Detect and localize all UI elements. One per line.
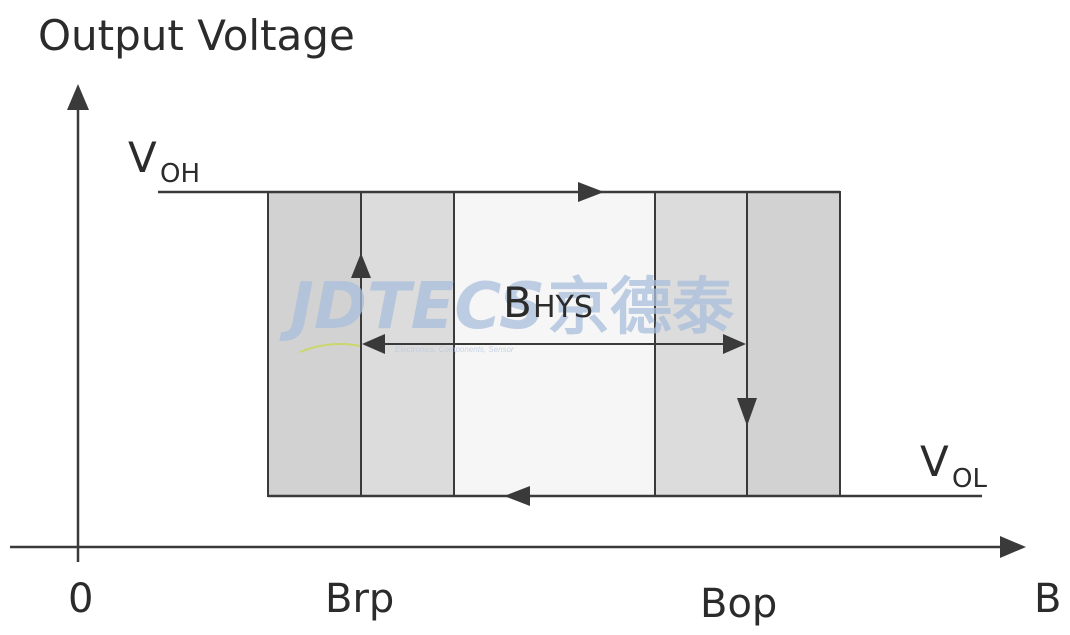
voh-label-sub: OH bbox=[160, 159, 200, 189]
bhys-right-arrow-icon bbox=[723, 334, 746, 354]
voh-label-main: V bbox=[128, 133, 157, 182]
bhys-label: B HYS bbox=[503, 278, 593, 327]
band-outer-right bbox=[747, 192, 840, 496]
watermark-tagline: Electronics, Components, Sensor bbox=[395, 345, 514, 354]
vol-label: V OL bbox=[920, 437, 987, 494]
brp-label: Brp bbox=[325, 576, 394, 622]
bhys-left-arrow-icon bbox=[362, 334, 385, 354]
arrow-down-icon bbox=[737, 398, 757, 426]
watermark: JDTECS 京德泰 Electronics, Components, Sens… bbox=[279, 270, 735, 354]
watermark-swoosh-icon bbox=[299, 343, 361, 353]
y-axis-arrow-icon bbox=[67, 84, 89, 110]
watermark-chinese: 京德泰 bbox=[548, 270, 735, 343]
vol-label-main: V bbox=[920, 437, 949, 486]
watermark-brand: JDTECS bbox=[279, 270, 545, 344]
origin-label: 0 bbox=[68, 576, 93, 622]
arrow-right-icon bbox=[578, 182, 604, 202]
bhys-label-sub: HYS bbox=[533, 290, 593, 325]
x-axis-label: B bbox=[1034, 576, 1061, 622]
arrow-left-icon bbox=[504, 486, 530, 506]
voh-label: V OH bbox=[128, 133, 200, 189]
arrow-up-icon bbox=[351, 253, 371, 278]
x-axis-arrow-icon bbox=[1000, 536, 1026, 558]
bhys-label-main: B bbox=[503, 278, 532, 327]
y-axis-title: Output Voltage bbox=[38, 11, 355, 60]
bop-label: Bop bbox=[700, 581, 777, 627]
vol-label-sub: OL bbox=[952, 464, 987, 494]
